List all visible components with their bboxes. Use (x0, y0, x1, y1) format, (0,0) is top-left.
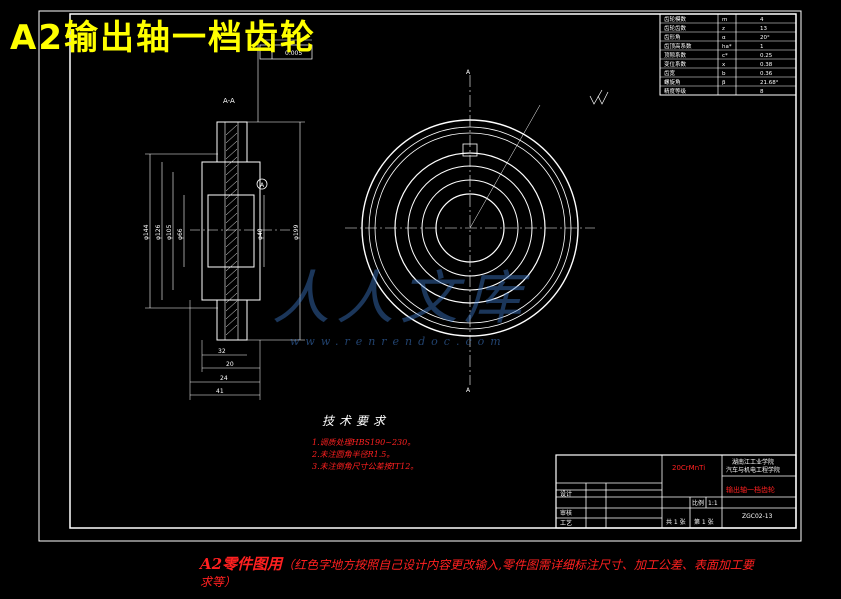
dim-d4: φ66 (177, 228, 184, 240)
front-view-label-top: A (466, 69, 471, 76)
parameter-table: 齿轮模数 m 4 齿轮齿数 z 13 齿形角 α 20° 齿顶高系数 ha* 1 顶隙系数 c* 0.25 变… (659, 13, 797, 96)
tb-school: 湖南江工业学院 (732, 458, 774, 466)
param-name: 螺旋角 (664, 78, 681, 86)
param-symbol: b (722, 71, 726, 77)
param-name: 精度等级 (664, 87, 687, 95)
param-value: 13 (760, 26, 767, 32)
param-symbol: c* (722, 53, 728, 59)
tb-checker: 审核 (560, 509, 572, 517)
tb-designer: 设计 (560, 490, 572, 498)
front-view-label-bottom: A (466, 387, 471, 394)
param-value: 20° (760, 35, 770, 41)
dim-w1: 32 (218, 348, 226, 355)
param-value: 4 (760, 17, 764, 23)
param-name: 顶隙系数 (664, 51, 687, 59)
front-view (345, 75, 595, 385)
page-title: A2输出轴一档齿轮 (10, 18, 316, 58)
tech-req-title: 技术要求 (322, 414, 391, 428)
dim-d2: φ126 (155, 224, 162, 240)
dim-d3: φ105 (166, 224, 173, 240)
tb-scale-label: 比例 (692, 499, 704, 507)
tb-sheet2: 第 1 张 (694, 518, 714, 526)
param-value: 0.25 (760, 53, 773, 59)
tech-req-item: 3.未注倒角尺寸公差按IT12。 (312, 462, 419, 471)
watermark-text: 人人文库 (272, 264, 530, 332)
dim-w2: 20 (226, 361, 234, 368)
dim-d5: φ40 (257, 228, 264, 240)
param-symbol: β (722, 80, 726, 86)
outer-border (38, 10, 802, 542)
footer-note: A2零件图用（红色字地方按照自己设计内容更改输入,零件图需详细标注尺寸、加工公差… (200, 556, 760, 591)
tb-sheet: 共 1 张 (666, 518, 686, 526)
datum-label: A (260, 182, 265, 189)
param-symbol: x (722, 62, 726, 68)
tb-school-sub: 汽车与机电工程学院 (726, 466, 780, 474)
section-label: A-A (223, 97, 235, 105)
tb-scale: 1:1 (708, 500, 718, 507)
tb-process: 工艺 (560, 519, 572, 527)
inner-border (69, 13, 797, 529)
param-name: 齿顶高系数 (664, 42, 692, 50)
param-symbol: z (722, 26, 725, 32)
param-symbol: α (722, 35, 726, 41)
param-value: 21.68° (760, 80, 779, 86)
param-value: 0.36 (760, 71, 773, 77)
dim-w3: 24 (220, 375, 228, 382)
param-value: 1 (760, 44, 764, 50)
dim-d6: φ199 (293, 224, 300, 240)
param-value: 0.38 (760, 62, 773, 68)
tolerance-value: 0.005 (285, 50, 302, 57)
tb-part-name: 输出轴一档齿轮 (726, 485, 775, 494)
param-name: 齿轮齿数 (664, 24, 687, 32)
watermark-site: www.renrendoc.com (290, 335, 507, 348)
section-view (145, 39, 313, 400)
tb-drawing-no: ZGC02-13 (742, 513, 773, 520)
footer-text: （红色字地方按照自己设计内容更改输入,零件图需详细标注尺寸、加工公差、表面加工要… (200, 558, 754, 589)
param-symbol: m (722, 17, 727, 23)
title-block (555, 454, 797, 529)
param-name: 变位系数 (664, 60, 687, 68)
tb-material: 20CrMnTi (672, 464, 705, 472)
dim-d1: φ144 (143, 224, 150, 240)
tech-req-list: 1.调质处理HBS190~230。 2.未注圆角半径R1.5。 3.未注倒角尺寸… (312, 437, 418, 473)
footer-lead: A2零件图用 (200, 555, 283, 573)
param-name: 齿形角 (664, 33, 681, 41)
tech-req-item: 1.调质处理HBS190~230。 (312, 438, 416, 447)
param-name: 齿宽 (664, 69, 676, 77)
param-name: 齿轮模数 (664, 15, 687, 23)
param-symbol: ha* (722, 44, 732, 50)
roughness-symbol (589, 89, 609, 105)
param-value: 8 (760, 89, 764, 95)
dim-w4: 41 (216, 388, 224, 395)
tech-req-item: 2.未注圆角半径R1.5。 (312, 450, 395, 459)
